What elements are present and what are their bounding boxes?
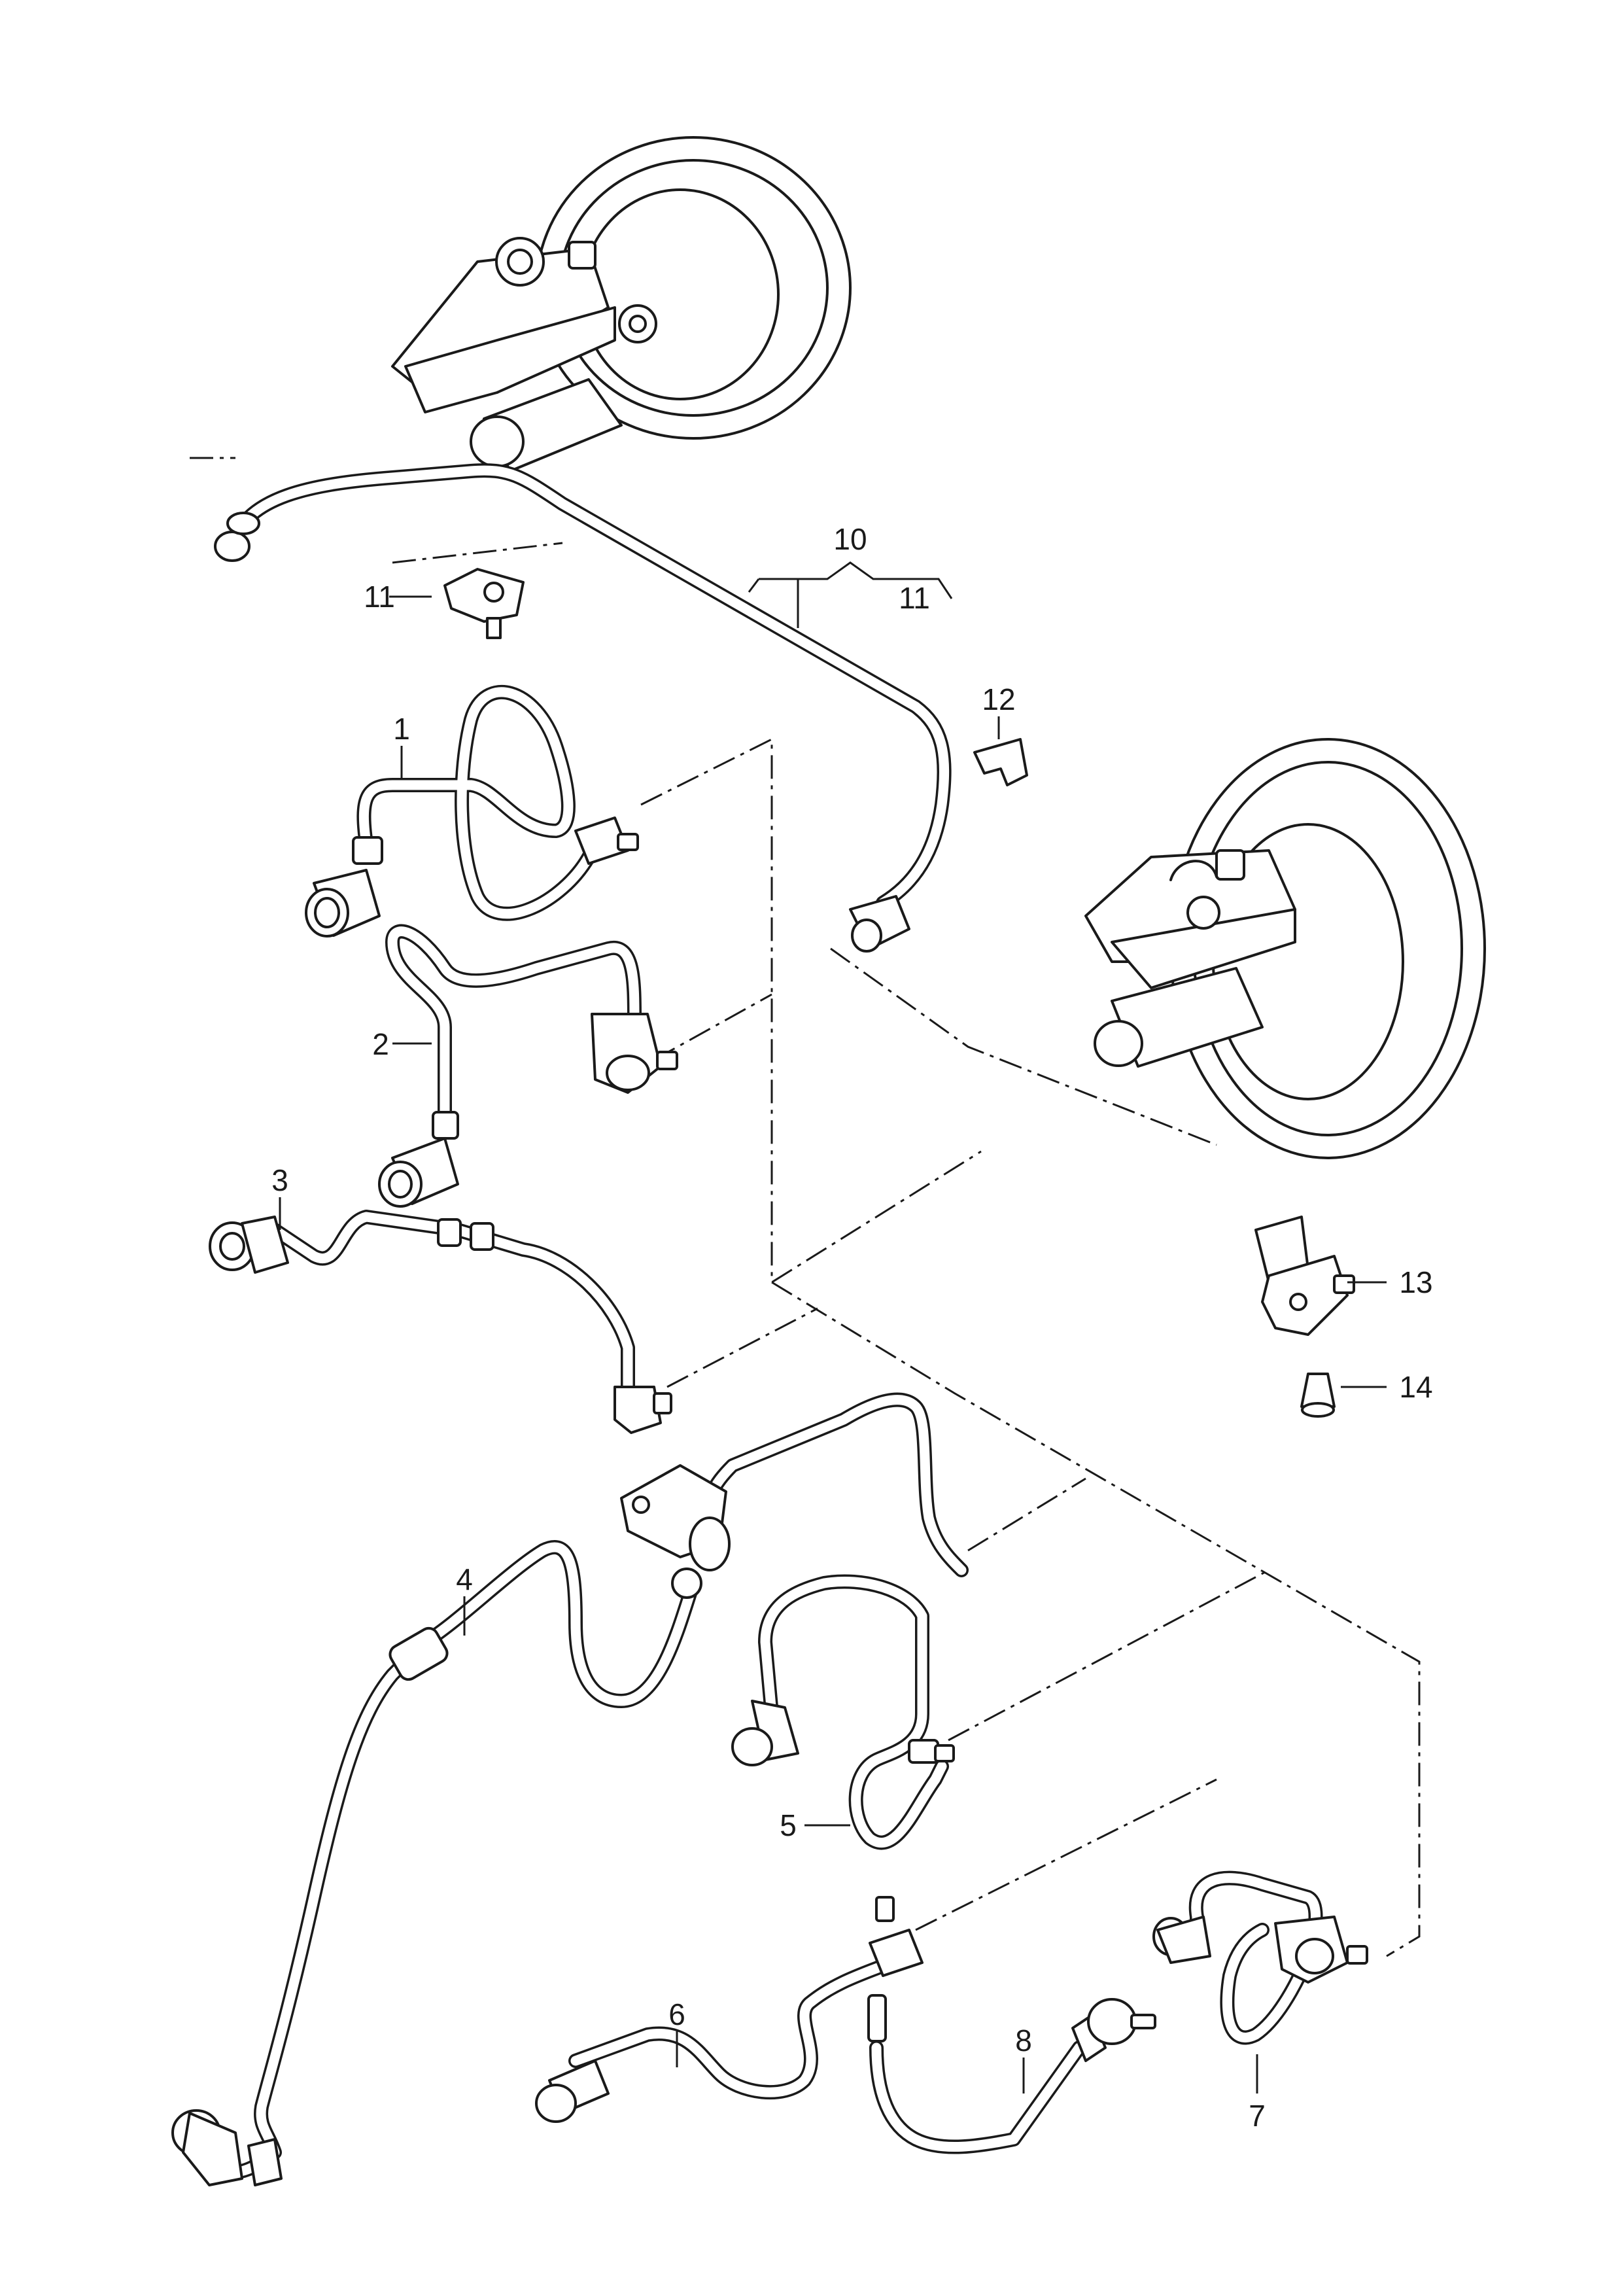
plug-14 (1300, 1373, 1336, 1418)
label-5: 5 (780, 1808, 797, 1842)
label-11b: 11 (899, 581, 930, 615)
clip-11 (443, 568, 525, 639)
label-7: 7 (1249, 2099, 1266, 2133)
label-13: 13 (1399, 1265, 1432, 1299)
brake-booster-upper (391, 136, 852, 472)
leader-lines (279, 561, 1387, 2094)
vacuum-hose-7 (1152, 1870, 1368, 2045)
vacuum-hose-5 (731, 1574, 955, 1850)
vacuum-line-10 (214, 463, 952, 953)
label-10: 10 (833, 522, 867, 556)
vacuum-hose-8 (867, 1994, 1156, 2154)
brake-booster-lower (1084, 738, 1486, 1159)
vacuum-hose-3 (209, 1210, 672, 1434)
vacuum-hose-2 (378, 924, 678, 1208)
label-14: 14 (1399, 1370, 1432, 1404)
label-2: 2 (372, 1027, 389, 1061)
clip-12 (973, 738, 1028, 786)
label-8: 8 (1015, 2023, 1032, 2058)
label-12: 12 (982, 682, 1015, 716)
vacuum-hose-1 (305, 685, 639, 937)
label-6: 6 (668, 1997, 685, 2031)
guide-lines (190, 457, 1421, 1957)
label-1: 1 (393, 712, 410, 746)
label-3: 3 (271, 1163, 288, 1197)
pressure-sensor-13 (1254, 1216, 1355, 1336)
label-4: 4 (456, 1562, 473, 1596)
label-11a: 11 (364, 580, 395, 614)
part-labels: 1 2 3 4 5 6 7 8 10 11 11 12 13 14 (271, 522, 1432, 2133)
vacuum-hose-6 (535, 1896, 924, 2123)
vacuum-hose-4 (171, 1392, 969, 2186)
